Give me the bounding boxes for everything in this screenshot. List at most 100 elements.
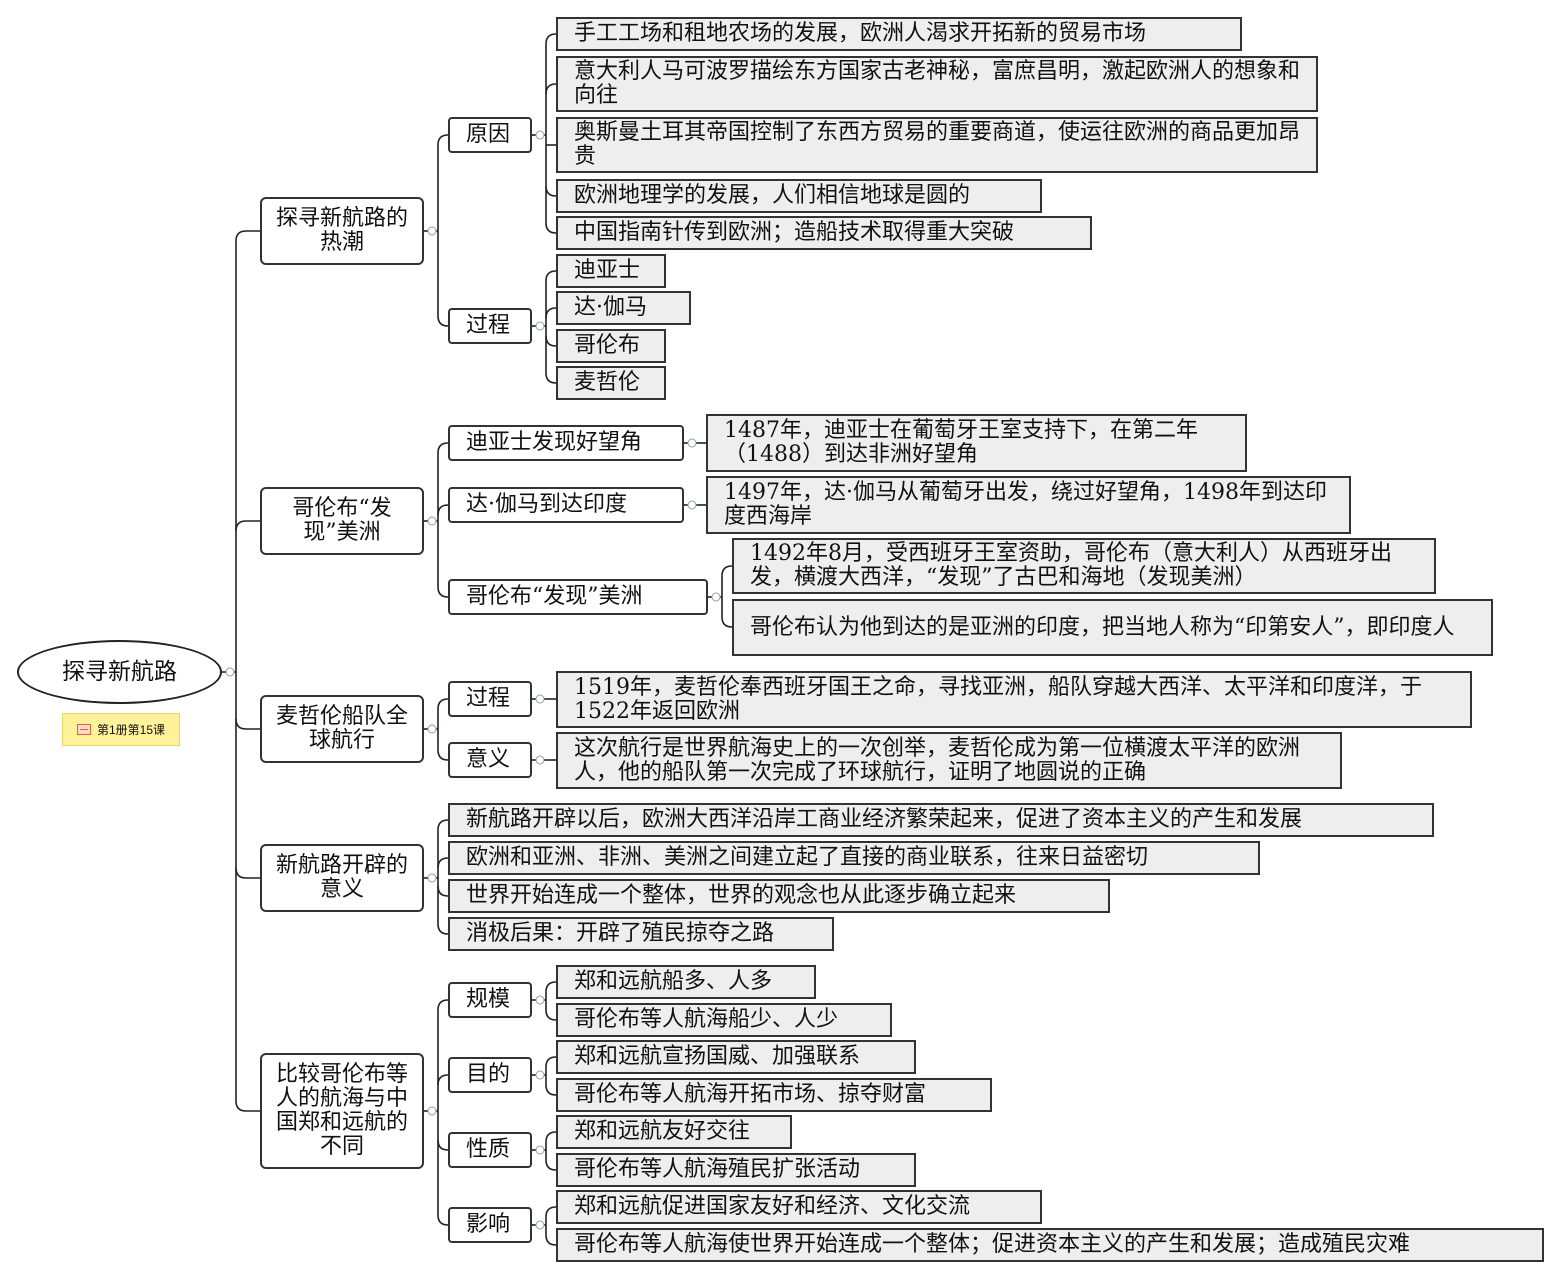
note-icon: [76, 724, 91, 735]
connector-branch: [437, 857, 449, 869]
leaf-node[interactable]: 世界开始连成一个整体，世界的观念也从此逐步确立起来: [448, 879, 1110, 913]
leaf-node[interactable]: 1519年，麦哲伦奉西班牙国王之命，寻找亚洲，船队穿越大西洋、太平洋和印度洋，于…: [556, 671, 1472, 728]
leaf-node[interactable]: 新航路开辟以后，欧洲大西洋沿岸工商业经济繁荣起来，促进了资本主义的产生和发展: [448, 803, 1434, 837]
connector-branch: [437, 1074, 449, 1086]
root-node[interactable]: 探寻新航路: [17, 640, 222, 704]
collapse-dot[interactable]: [535, 130, 545, 140]
leaf-node[interactable]: 郑和远航船多、人多: [556, 965, 816, 999]
connector-branch: [437, 885, 449, 897]
connector-branch: [437, 1139, 449, 1151]
leaf-node[interactable]: 哥伦布: [556, 329, 666, 363]
leaf-node[interactable]: 麦哲伦: [556, 366, 666, 400]
collapse-dot[interactable]: [535, 694, 545, 704]
connector-branch: [437, 1214, 449, 1226]
connector-branch: [437, 749, 449, 761]
connector-branch: [545, 222, 557, 234]
sub-node[interactable]: 规模: [448, 982, 532, 1018]
connector-branch: [545, 270, 557, 282]
sub-node[interactable]: 原因: [448, 117, 532, 153]
sub-node[interactable]: 意义: [448, 742, 532, 778]
leaf-node[interactable]: 哥伦布等人航海殖民扩张活动: [556, 1153, 916, 1187]
sub-node[interactable]: 过程: [448, 308, 532, 344]
connector-branch: [437, 999, 449, 1011]
collapse-dot[interactable]: [535, 755, 545, 765]
leaf-node[interactable]: 奥斯曼土耳其帝国控制了东西方贸易的重要商道，使运往欧洲的商品更加昂贵: [556, 117, 1318, 173]
connector-branch: [235, 1100, 260, 1112]
leaf-node[interactable]: 郑和远航促进国家友好和经济、文化交流: [556, 1190, 1042, 1224]
connector-branch: [545, 1234, 557, 1246]
connector-branch: [235, 520, 260, 532]
section-node[interactable]: 探寻新航路的热潮: [260, 197, 424, 265]
connector-branch: [545, 33, 557, 45]
lesson-badge-label: 第1册第15课: [96, 723, 166, 737]
collapse-dot[interactable]: [427, 873, 437, 883]
collapse-dot[interactable]: [687, 500, 697, 510]
connector-branch: [545, 185, 557, 197]
leaf-node[interactable]: 这次航行是世界航海史上的一次创举，麦哲伦成为第一位横渡太平洋的欧洲人，他的船队第…: [556, 732, 1342, 789]
collapse-dot[interactable]: [687, 438, 697, 448]
connector-branch: [437, 442, 449, 454]
connector-branch: [437, 819, 449, 831]
collapse-dot[interactable]: [427, 1106, 437, 1116]
leaf-node[interactable]: 哥伦布等人航海使世界开始连成一个整体；促进资本主义的产生和发展；造成殖民灾难: [556, 1228, 1544, 1262]
leaf-node[interactable]: 消极后果：开辟了殖民掠夺之路: [448, 917, 834, 951]
connector-branch: [545, 307, 557, 319]
collapse-dot[interactable]: [427, 226, 437, 236]
leaf-node[interactable]: 哥伦布等人航海船少、人少: [556, 1003, 892, 1037]
leaf-node[interactable]: 哥伦布等人航海开拓市场、掠夺财富: [556, 1078, 992, 1112]
leaf-node[interactable]: 1492年8月，受西班牙王室资助，哥伦布（意大利人）从西班牙出发，横渡大西洋，“…: [732, 538, 1436, 594]
section-node[interactable]: 哥伦布“发现”美洲: [260, 487, 424, 555]
collapse-dot[interactable]: [535, 1070, 545, 1080]
leaf-node[interactable]: 郑和远航宣扬国威、加强联系: [556, 1040, 916, 1074]
connector-branch: [437, 586, 449, 598]
connector-branch: [545, 1084, 557, 1096]
sub-node[interactable]: 哥伦布“发现”美洲: [448, 579, 708, 615]
connector-branch: [545, 981, 557, 993]
collapse-dot[interactable]: [427, 516, 437, 526]
collapse-dot[interactable]: [535, 321, 545, 331]
leaf-node[interactable]: 达·伽马: [556, 291, 691, 325]
collapse-dot[interactable]: [225, 667, 235, 677]
sub-node[interactable]: 迪亚士发现好望角: [448, 425, 684, 461]
lesson-badge: 第1册第15课: [62, 713, 180, 746]
collapse-dot[interactable]: [711, 592, 721, 602]
collapse-dot[interactable]: [535, 1220, 545, 1230]
section-node[interactable]: 麦哲伦船队全球航行: [260, 695, 424, 763]
leaf-node[interactable]: 手工工场和租地农场的发展，欧洲人渴求开拓新的贸易市场: [556, 17, 1242, 51]
connector-branch: [545, 1206, 557, 1218]
connector-branch: [545, 1056, 557, 1068]
leaf-node[interactable]: 欧洲和亚洲、非洲、美洲之间建立起了直接的商业联系，往来日益密切: [448, 841, 1260, 875]
sub-node[interactable]: 性质: [448, 1132, 532, 1168]
collapse-dot[interactable]: [535, 1145, 545, 1155]
connector-branch: [721, 616, 733, 628]
section-node[interactable]: 比较哥伦布等人的航海与中国郑和远航的不同: [260, 1053, 424, 1169]
leaf-node[interactable]: 哥伦布认为他到达的是亚洲的印度，把当地人称为“印第安人”，即印度人: [732, 599, 1493, 656]
leaf-node[interactable]: 郑和远航友好交往: [556, 1115, 792, 1149]
collapse-dot[interactable]: [535, 995, 545, 1005]
connector-branch: [545, 335, 557, 347]
connector-branch: [437, 698, 449, 710]
leaf-node[interactable]: 1487年，迪亚士在葡萄牙王室支持下，在第二年（1488）到达非洲好望角: [706, 414, 1247, 472]
connector-branch: [437, 923, 449, 935]
leaf-node[interactable]: 欧洲地理学的发展，人们相信地球是圆的: [556, 179, 1042, 213]
connector-branch: [235, 230, 260, 242]
connector-branch: [437, 504, 449, 516]
collapse-dot[interactable]: [427, 724, 437, 734]
leaf-node[interactable]: 意大利人马可波罗描绘东方国家古老神秘，富庶昌明，激起欧洲人的想象和向往: [556, 56, 1318, 112]
section-node[interactable]: 新航路开辟的意义: [260, 844, 424, 912]
sub-node[interactable]: 过程: [448, 681, 532, 717]
connector-branch: [235, 718, 260, 730]
connector-branch: [235, 867, 260, 879]
leaf-node[interactable]: 1497年，达·伽马从葡萄牙出发，绕过好望角，1498年到达印度西海岸: [706, 476, 1351, 534]
connector-branch: [545, 1009, 557, 1021]
connector-branch: [545, 372, 557, 384]
connector-branch: [721, 565, 733, 577]
sub-node[interactable]: 达·伽马到达印度: [448, 487, 684, 523]
leaf-node[interactable]: 迪亚士: [556, 254, 666, 288]
leaf-node[interactable]: 中国指南针传到欧洲；造船技术取得重大突破: [556, 216, 1092, 250]
sub-node[interactable]: 目的: [448, 1057, 532, 1093]
sub-node[interactable]: 影响: [448, 1207, 532, 1243]
connector-branch: [545, 1159, 557, 1171]
